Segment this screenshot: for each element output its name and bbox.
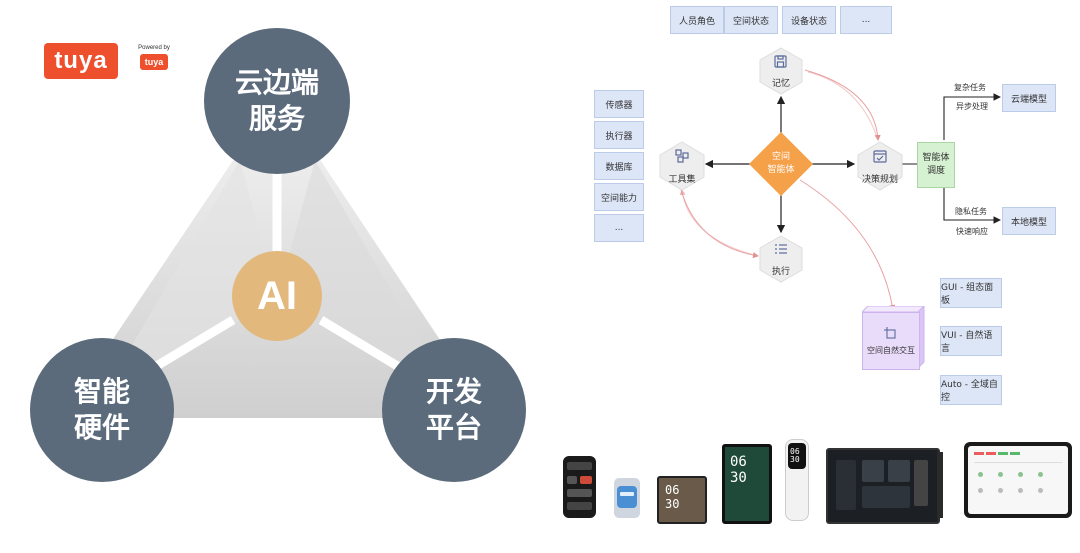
center-line1: 空间 xyxy=(771,152,790,162)
triangle-inner-shade-right xyxy=(277,160,455,400)
powered-by-text: Powered by xyxy=(138,45,170,51)
device-watch xyxy=(614,478,640,518)
clock-c-hours: 06 xyxy=(790,447,800,456)
interaction-label: 空间自然交互 xyxy=(867,345,915,355)
scheduler-line2: 调度 xyxy=(926,166,945,176)
node-smart-hardware: 智能 硬件 xyxy=(30,338,174,482)
clock-c-minutes: 30 xyxy=(790,455,800,464)
box-personnel-role: 人员角色 xyxy=(670,6,724,34)
device-green-panel: 06 30 xyxy=(722,444,772,524)
branch-cloud xyxy=(943,93,1002,140)
tools-hexagon xyxy=(659,141,705,191)
box-space-capability: 空间能力 xyxy=(594,183,644,211)
ai-center: AI xyxy=(232,251,322,341)
box-database: 数据库 xyxy=(594,152,644,180)
label-fast-response: 快速响应 xyxy=(956,227,988,236)
box-space-interaction: 空间自然交互 xyxy=(862,312,920,370)
tools-icon xyxy=(675,149,689,163)
device-square-panel: 06 30 xyxy=(657,476,707,524)
clock-a-minutes: 30 xyxy=(665,497,680,511)
center-agent-label: 空间 智能体 xyxy=(748,151,814,177)
clock-b-minutes: 30 xyxy=(730,470,747,486)
node-tools: 工具集 xyxy=(654,140,710,191)
device-wide-panel-edge xyxy=(937,452,943,518)
device-remote: 06 30 xyxy=(785,439,809,521)
node-cloud-line1: 云边端 xyxy=(234,66,319,99)
box-top-more: ... xyxy=(840,6,892,34)
device-phone xyxy=(563,456,596,518)
box-space-status: 空间状态 xyxy=(724,6,778,34)
curve-to-interaction xyxy=(799,179,896,311)
curve-execute-tools xyxy=(679,189,759,257)
list-icon xyxy=(775,244,787,254)
crop-icon xyxy=(884,326,896,339)
powered-by-logo: tuya xyxy=(140,54,168,70)
node-memory: 记忆 xyxy=(755,46,807,95)
node-dev-platform: 开发 平台 xyxy=(382,338,526,482)
memory-label: 记忆 xyxy=(771,79,790,89)
node-hardware-line1: 智能 xyxy=(73,375,130,408)
branch-local xyxy=(943,188,1002,224)
curve-tools-execute xyxy=(679,185,759,259)
calendar-icon xyxy=(873,150,887,163)
planning-hexagon xyxy=(857,141,903,191)
label-async: 异步处理 xyxy=(956,102,988,111)
device-white-tablet xyxy=(964,442,1072,518)
save-icon xyxy=(774,55,787,68)
box-local-model: 本地模型 xyxy=(1002,207,1056,235)
center-diamond xyxy=(749,132,813,196)
node-hardware-line2: 硬件 xyxy=(73,411,130,444)
box-device-status: 设备状态 xyxy=(782,6,836,34)
node-platform-line2: 平台 xyxy=(425,411,482,444)
box-agent-scheduler: 智能体 调度 xyxy=(917,142,955,188)
clock-a-hours: 06 xyxy=(665,483,680,497)
box-sensor: 传感器 xyxy=(594,90,644,118)
powered-by-badge: Powered by tuya xyxy=(134,44,174,70)
label-private-task: 隐私任务 xyxy=(955,207,987,216)
curve-memory-planning xyxy=(804,69,881,141)
center-line2: 智能体 xyxy=(767,165,795,175)
node-cloud-edge-service: 云边端 服务 xyxy=(204,28,350,174)
box-mode-gui: GUI - 组态面板 xyxy=(940,278,1002,308)
scheduler-line1: 智能体 xyxy=(922,153,950,163)
execute-hexagon xyxy=(759,235,803,283)
box-mode-vui: VUI - 自然语言 xyxy=(940,326,1002,356)
memory-hexagon xyxy=(759,47,803,95)
box-actuator: 执行器 xyxy=(594,121,644,149)
node-cloud-line2: 服务 xyxy=(248,102,305,135)
clock-b-hours: 06 xyxy=(730,454,747,470)
curve-planning-memory xyxy=(807,71,879,141)
node-planning: 决策规划 xyxy=(852,140,908,191)
planning-label: 决策规划 xyxy=(861,175,898,185)
tools-label: 工具集 xyxy=(668,175,696,185)
execute-label: 执行 xyxy=(771,267,790,277)
label-complex-task: 复杂任务 xyxy=(954,83,986,92)
diagram-connectors xyxy=(679,69,1002,311)
box-mode-auto: Auto - 全域自控 xyxy=(940,375,1002,405)
box-left-more: ... xyxy=(594,214,644,242)
tuya-logo: tuya xyxy=(44,43,118,79)
box-cloud-model: 云端模型 xyxy=(1002,84,1056,112)
node-execute: 执行 xyxy=(755,234,807,283)
triangle-inner-shade xyxy=(100,160,277,400)
device-wide-panel xyxy=(826,448,940,524)
node-platform-line1: 开发 xyxy=(425,375,482,408)
